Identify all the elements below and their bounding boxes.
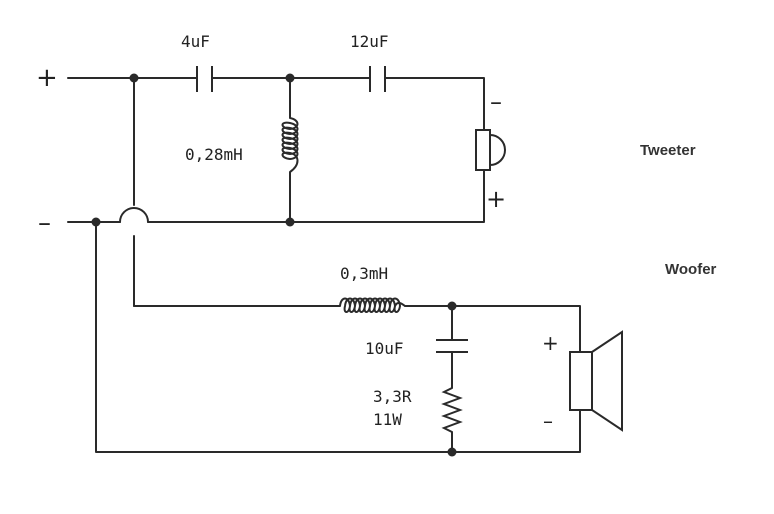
wire-woofer-return [451, 409, 581, 453]
woofer-plus-sign: + [542, 331, 559, 355]
negative-bus [67, 207, 149, 223]
capacitor-c2 [369, 66, 386, 92]
capacitor-c3 [436, 305, 468, 389]
woofer-minus-sign: – [543, 409, 553, 433]
l1-label: 0,28mH [185, 145, 243, 164]
negative-return-wire [95, 221, 453, 453]
capacitor-c1 [196, 66, 213, 92]
c2-label: 12uF [350, 32, 389, 51]
wire-c2-tweeter [384, 77, 485, 131]
woofer-feed-wire [133, 77, 341, 307]
resistor-r1 [441, 387, 463, 453]
tweeter-label: Tweeter [640, 142, 696, 159]
wire-l2-woofer [404, 305, 581, 353]
inductor-l1 [281, 77, 299, 223]
r1-power-label: 11W [373, 410, 402, 429]
input-negative-sign: – [38, 208, 51, 238]
tweeter-symbol [475, 129, 506, 171]
wire-tweeter-return [147, 169, 485, 223]
inductor-l2 [339, 297, 406, 313]
tweeter-plus-sign: + [486, 185, 506, 213]
woofer-symbol [569, 330, 623, 432]
l2-label: 0,3mH [340, 264, 388, 283]
input-positive-sign: + [36, 63, 58, 93]
c3-label: 10uF [365, 339, 404, 358]
junction-dots [91, 73, 457, 457]
r1-value-label: 3,3R [373, 387, 412, 406]
c1-label: 4uF [181, 32, 210, 51]
woofer-label: Woofer [665, 261, 717, 278]
tweeter-minus-sign: – [490, 88, 502, 116]
